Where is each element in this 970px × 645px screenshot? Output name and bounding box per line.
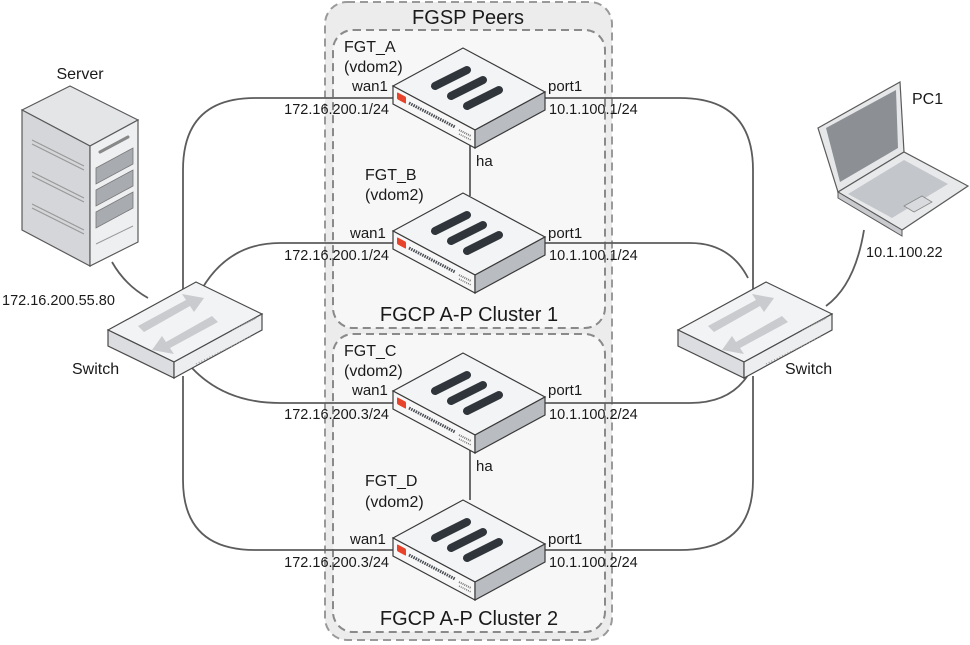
ha-label-cluster-2: ha bbox=[476, 458, 493, 475]
switch-right-label: Switch bbox=[785, 361, 832, 378]
fgt-c-lan-port: port1 bbox=[548, 382, 582, 399]
fgsp-peers-title: FGSP Peers bbox=[412, 7, 524, 29]
fgt-c-wan-ip: 172.16.200.3/24 bbox=[284, 407, 389, 423]
fgt-d-name: FGT_D bbox=[365, 473, 417, 490]
switch-left-icon[interactable] bbox=[107, 281, 263, 379]
cluster-2-title: FGCP A-P Cluster 2 bbox=[380, 608, 558, 630]
fgt-c-wan-port: wan1 bbox=[351, 382, 388, 399]
fgt-d-wan-ip: 172.16.200.3/24 bbox=[284, 555, 389, 571]
fgt-b-vdom: (vdom2) bbox=[365, 187, 424, 204]
fgt-b-lan-port: port1 bbox=[548, 225, 582, 242]
fgt-d-lan-port: port1 bbox=[548, 531, 582, 548]
fgt-b-lan-ip: 10.1.100.1/24 bbox=[549, 248, 638, 264]
fgt-b-wan-ip: 172.16.200.1/24 bbox=[284, 248, 389, 264]
pc1-label: PC1 bbox=[912, 91, 943, 108]
fgt-a-wan-ip: 172.16.200.1/24 bbox=[284, 102, 389, 118]
fgt-a-wan-port: wan1 bbox=[351, 78, 388, 95]
fgt-c-vdom: (vdom2) bbox=[344, 363, 403, 380]
fgt-d-vdom: (vdom2) bbox=[365, 494, 424, 511]
pc1-ip: 10.1.100.22 bbox=[866, 245, 943, 261]
fgt-b-name: FGT_B bbox=[365, 167, 417, 184]
link-fgt-b-right-switch bbox=[545, 242, 749, 279]
fgt-d-lan-ip: 10.1.100.2/24 bbox=[549, 555, 638, 571]
link-left-switch-fgt-a bbox=[182, 97, 395, 300]
fgt-a-name: FGT_A bbox=[344, 39, 396, 56]
fgt-a-vdom: (vdom2) bbox=[344, 59, 403, 76]
fgt-b-wan-port: wan1 bbox=[349, 225, 386, 242]
ha-label-cluster-1: ha bbox=[476, 153, 493, 170]
server-icon[interactable] bbox=[20, 85, 140, 267]
link-left-switch-fgt-c bbox=[191, 367, 395, 404]
cluster-1-title: FGCP A-P Cluster 1 bbox=[380, 304, 558, 326]
link-server-switch bbox=[111, 261, 149, 299]
link-fgt-d-right-switch bbox=[545, 376, 754, 551]
server-ip: 172.16.200.55.80 bbox=[2, 293, 115, 309]
link-fgt-a-right-switch bbox=[545, 97, 754, 300]
link-left-switch-fgt-b bbox=[197, 242, 395, 297]
switch-left-label: Switch bbox=[72, 361, 119, 378]
link-fgt-c-right-switch bbox=[545, 374, 749, 404]
fgt-a-lan-ip: 10.1.100.1/24 bbox=[549, 102, 638, 118]
fgt-c-name: FGT_C bbox=[344, 343, 396, 360]
fgt-a-lan-port: port1 bbox=[548, 78, 582, 95]
fgt-c-lan-ip: 10.1.100.2/24 bbox=[549, 407, 638, 423]
link-pc1-switch bbox=[825, 229, 865, 307]
laptop-pc1-icon[interactable] bbox=[817, 81, 970, 237]
link-left-switch-fgt-d bbox=[182, 376, 395, 551]
server-label: Server bbox=[56, 66, 104, 83]
fgt-d-wan-port: wan1 bbox=[349, 531, 386, 548]
